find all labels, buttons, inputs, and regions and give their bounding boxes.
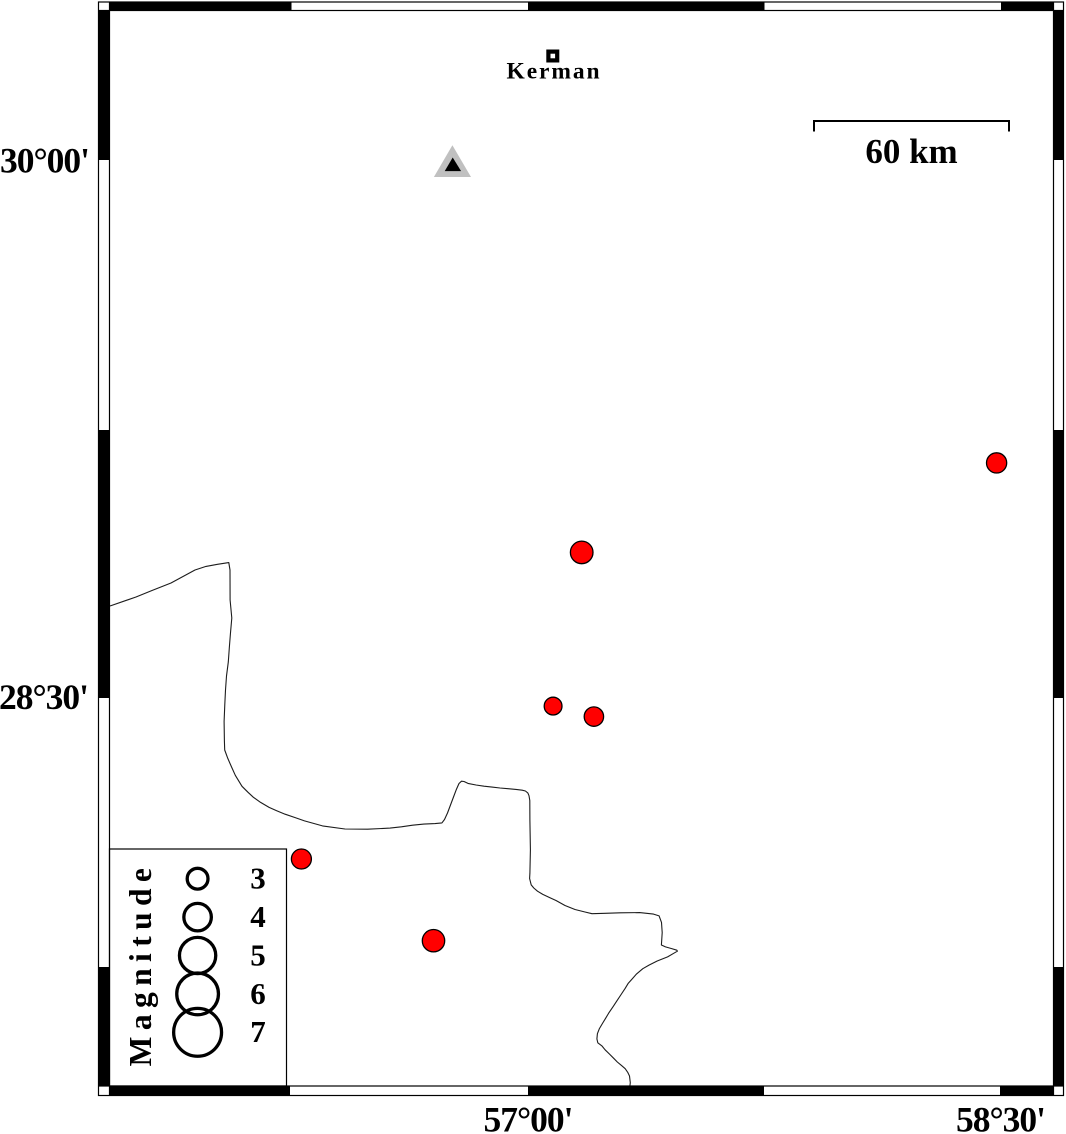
svg-text:6: 6	[250, 976, 266, 1011]
svg-text:Kerman: Kerman	[507, 59, 602, 85]
svg-text:3: 3	[250, 861, 266, 896]
svg-text:58°30': 58°30'	[956, 1100, 1045, 1134]
svg-text:4: 4	[250, 899, 266, 934]
svg-text:28°30': 28°30'	[0, 677, 88, 717]
svg-text:30°00': 30°00'	[0, 141, 89, 181]
svg-text:Magnitude: Magnitude	[123, 862, 158, 1067]
svg-text:57°00': 57°00'	[483, 1100, 572, 1134]
svg-text:60 km: 60 km	[865, 132, 957, 171]
svg-text:7: 7	[250, 1014, 266, 1049]
svg-text:5: 5	[250, 938, 266, 973]
